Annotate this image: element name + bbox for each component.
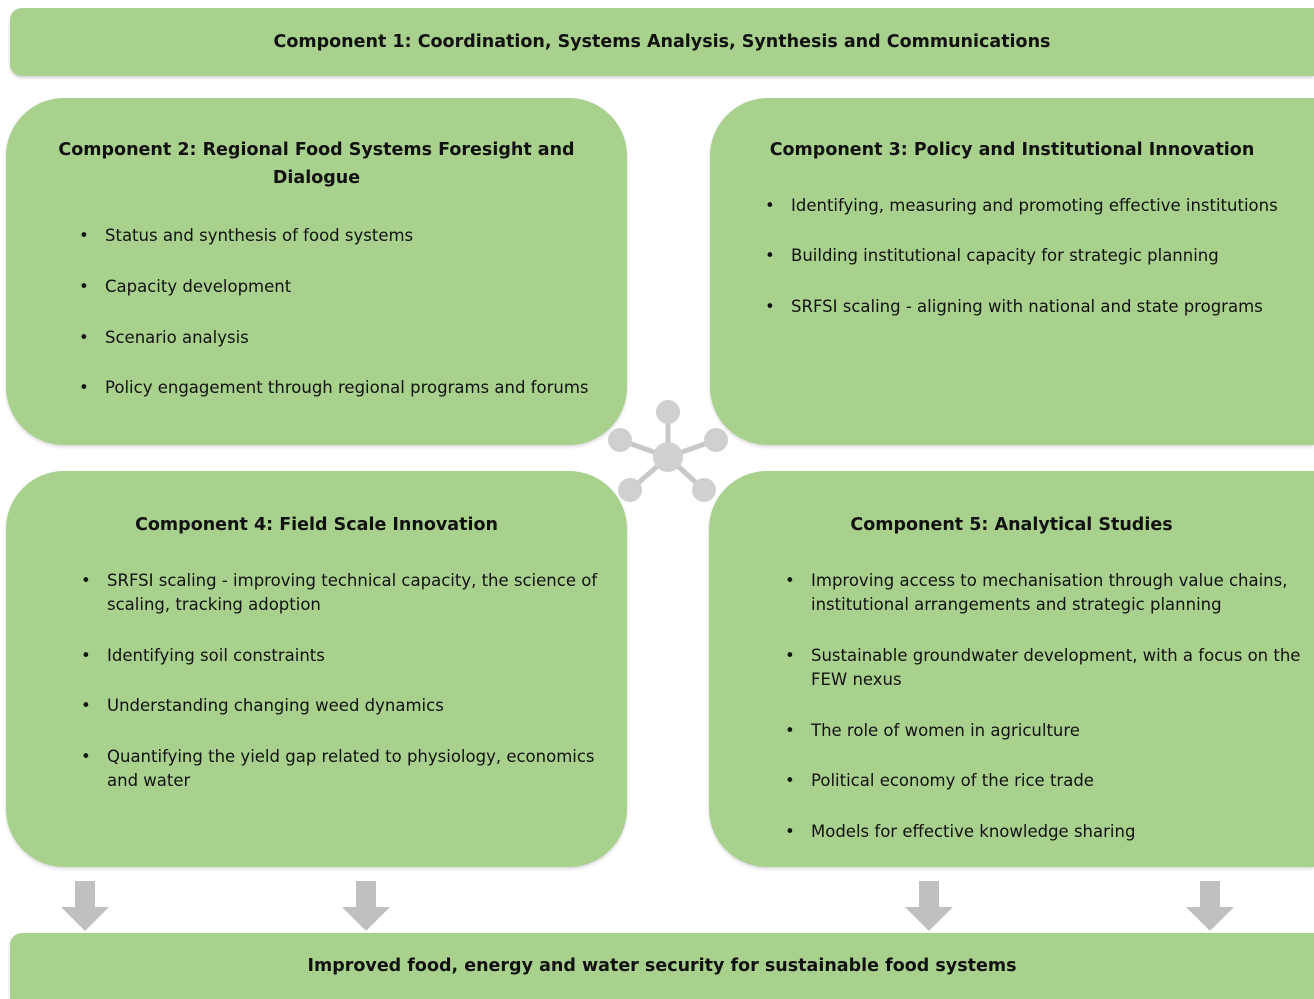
list-item: •SRFSI scaling - aligning with national … <box>765 297 1263 316</box>
component-2-box: Component 2: Regional Food Systems Fores… <box>6 98 627 445</box>
list-item: •Sustainable groundwater development, wi… <box>785 646 1301 689</box>
component-2-title: Component 2: Regional Food Systems Fores… <box>58 140 575 188</box>
list-item: •Building institutional capacity for str… <box>765 246 1219 265</box>
down-arrow-icon <box>905 881 953 931</box>
list-item: •Capacity development <box>79 277 292 296</box>
network-hub-icon <box>608 400 728 502</box>
list-item: •Policy engagement through regional prog… <box>79 378 589 397</box>
component-3-box: Component 3: Policy and Institutional In… <box>710 98 1314 445</box>
list-item: •Identifying, measuring and promoting ef… <box>765 196 1278 215</box>
list-item: •Status and synthesis of food systems <box>79 226 414 245</box>
list-item: •Improving access to mechanisation throu… <box>785 571 1288 614</box>
component-5-title: Component 5: Analytical Studies <box>850 515 1173 535</box>
down-arrow-icon <box>342 881 390 931</box>
component-5-box: Component 5: Analytical Studies •Improvi… <box>709 471 1314 867</box>
list-item: •Identifying soil constraints <box>81 646 325 665</box>
list-item: •Political economy of the rice trade <box>785 771 1094 790</box>
list-item: •Scenario analysis <box>79 328 249 347</box>
down-arrow-icon <box>1186 881 1234 931</box>
component-4-box: Component 4: Field Scale Innovation •SRF… <box>6 471 627 867</box>
component-1-title: Component 1: Coordination, Systems Analy… <box>273 32 1051 52</box>
outcome-banner: Improved food, energy and water security… <box>10 933 1314 999</box>
down-arrow-icon <box>61 881 109 931</box>
component-1-banner: Component 1: Coordination, Systems Analy… <box>10 8 1314 76</box>
list-item: •Models for effective knowledge sharing <box>785 822 1136 841</box>
list-item: •The role of women in agriculture <box>785 721 1080 740</box>
component-3-title: Component 3: Policy and Institutional In… <box>769 140 1255 160</box>
outcome-title: Improved food, energy and water security… <box>307 956 1017 976</box>
component-4-title: Component 4: Field Scale Innovation <box>135 515 498 535</box>
list-item: •Understanding changing weed dynamics <box>81 696 444 715</box>
list-item: •SRFSI scaling - improving technical cap… <box>81 571 598 614</box>
list-item: •Quantifying the yield gap related to ph… <box>81 747 595 790</box>
